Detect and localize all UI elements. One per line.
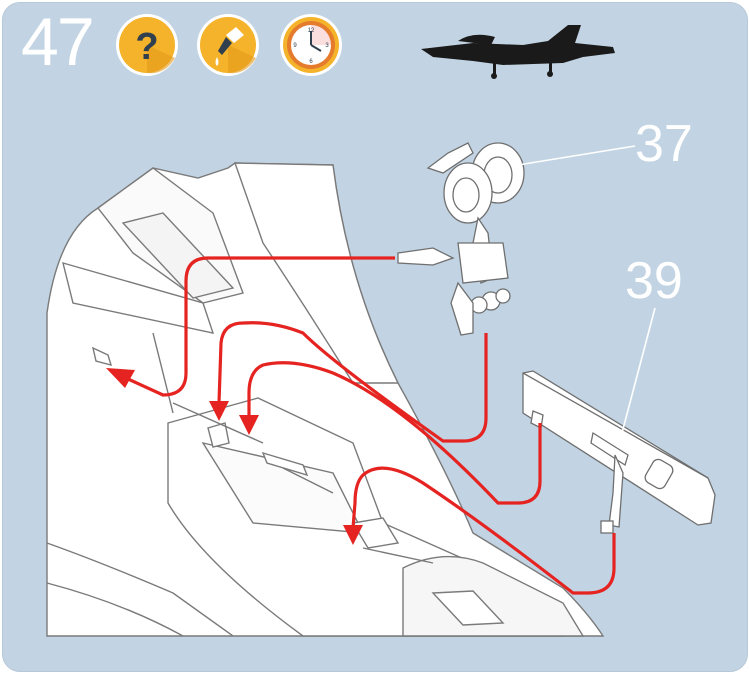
gear-door-part: [523, 371, 715, 533]
glue-icon: [196, 13, 260, 77]
svg-text:?: ?: [135, 26, 158, 68]
landing-gear-part: [398, 143, 524, 335]
aircraft-silhouette-icon: [421, 25, 615, 79]
clock-icon: 12 3 6 9: [279, 13, 343, 77]
fuselage-underside: [47, 163, 603, 636]
assembly-diagram: [3, 3, 747, 671]
part-label-37: 37: [635, 116, 693, 172]
clock-number-12: 12: [308, 28, 315, 34]
leader-line-37: [518, 146, 635, 165]
step-number: 47: [21, 5, 93, 79]
part-label-39: 39: [625, 253, 683, 309]
question-icon: ?: [115, 13, 179, 77]
leader-line-39: [618, 308, 655, 448]
